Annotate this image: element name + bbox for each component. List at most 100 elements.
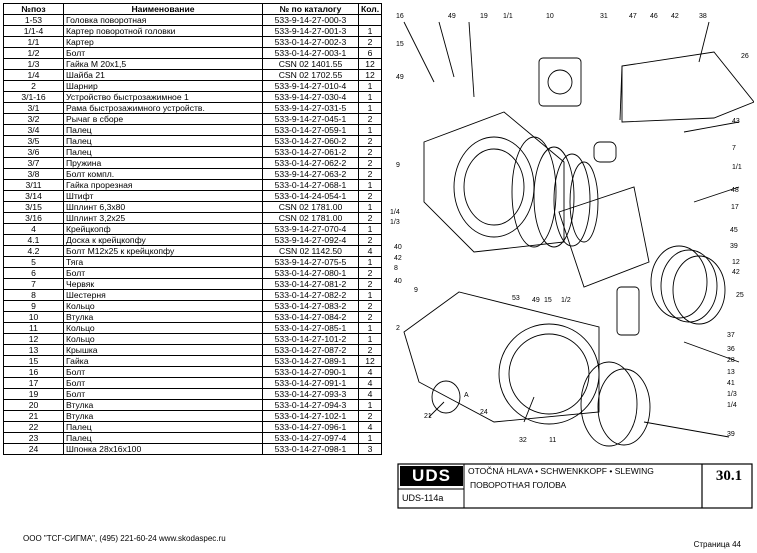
cell-catalog-number: 533-9-14-27-000-3 [262,14,359,26]
cell-quantity: 12 [357,69,383,81]
cell-position: 3/15 [3,201,64,213]
callout-label: 7 [732,145,736,152]
cell-name: Шпонка 28х16х100 [63,443,263,455]
callout-label: 8 [394,265,398,272]
cell-catalog-number: 533-9-14-27-070-4 [262,223,359,235]
cell-name: Крейцкопф [63,223,263,235]
drawing-lines [403,21,754,447]
cell-quantity: 2 [357,410,383,422]
cell-position: 4.2 [3,245,64,257]
callout-label: 1/3 [390,219,400,226]
cell-catalog-number: CSN 02 1702.55 [262,69,359,81]
cell-quantity: 4 [357,245,383,257]
cell-name: Шайба 21 [63,69,263,81]
cell-quantity: 2 [357,113,383,125]
callout-label: 11 [549,437,556,444]
callout-label: 19 [480,13,488,20]
cell-position: 1/4 [3,69,64,81]
cell-catalog-number: 533-0-14-27-003-1 [262,47,359,59]
callout-label: 1/4 [390,209,400,216]
cell-position: 17 [3,377,64,389]
callout-label: 9 [414,287,418,294]
cell-name: Рама быстрозажимного устройств. [63,102,263,114]
cell-catalog-number: 533-9-14-27-075-5 [262,256,359,268]
cell-position: 3/11 [3,179,64,191]
callout-label: 53 [512,295,520,302]
callout-label: 42 [394,255,402,262]
cell-name: Болт [63,366,263,378]
cell-catalog-number: 533-9-14-27-092-4 [262,234,359,246]
cell-position: 11 [3,322,64,334]
callout-label: 46 [650,13,658,20]
cell-catalog-number: 533-0-14-27-082-2 [262,289,359,301]
cell-name: Устройство быстрозажимное 1 [63,91,263,103]
callout-label: 9 [396,162,400,169]
cell-quantity: 2 [357,190,383,202]
cell-position: 1-53 [3,14,64,26]
callout-label: 32 [519,437,527,444]
cell-catalog-number: 533-0-14-27-059-1 [262,124,359,136]
top-housing-part [538,57,582,107]
cell-position: 16 [3,366,64,378]
cell-name: Крышка [63,344,263,356]
callout-label: 21 [424,413,432,420]
cell-quantity: 1 [357,124,383,136]
cell-quantity: 4 [357,377,383,389]
sleeve-part [431,380,461,414]
cell-quantity: 4 [357,388,383,400]
cell-quantity: 2 [357,168,383,180]
cell-quantity: 6 [357,47,383,59]
cell-position: 3/14 [3,190,64,202]
cell-catalog-number: 533-0-14-27-090-1 [262,366,359,378]
uds-logo: UDS [400,466,463,486]
footer-company: ООО "ТСГ-СИГМА", (495) 221-60-24 www.sko… [23,534,226,543]
cell-quantity: 1 [357,322,383,334]
drawing-title-line2: ПОВОРОТНАЯ ГОЛОВА [470,480,567,490]
cell-name: Головка поворотная [63,14,263,26]
cell-position: 3/2 [3,113,64,125]
cell-name: Тяга [63,256,263,268]
sheet-number: 30.1 [715,468,743,484]
cell-catalog-number: 533-0-14-27-097-4 [262,432,359,444]
cell-quantity: 2 [357,157,383,169]
cell-name: Втулка [63,410,263,422]
shaft-body-part [403,291,600,423]
table-header-row: №поз Наименование № по каталогу Кол. [3,3,383,15]
cell-catalog-number: 533-9-14-27-030-4 [262,91,359,103]
callout-label: 15 [396,41,404,48]
callout-label: 1/1 [732,164,742,171]
main-housing-part [423,111,565,253]
callout-label: 26 [741,53,749,60]
callout-label: 47 [629,13,637,20]
cell-quantity: 2 [357,344,383,356]
callout-label: 1/1 [503,13,513,20]
cell-catalog-number: 533-9-14-27-031-5 [262,102,359,114]
callout-label: 1/3 [727,391,737,398]
cell-name: Палец [63,421,263,433]
cell-name: Втулка [63,311,263,323]
callout-label: 39 [727,431,735,438]
cell-catalog-number: 533-0-14-27-101-2 [262,333,359,345]
bearing-ring-part [650,245,708,319]
footer-page-number: Страница 44 [693,540,741,549]
cell-name: Болт [63,267,263,279]
cell-quantity: 1 [357,201,383,213]
cell-position: 3/5 [3,135,64,147]
cell-name: Палец [63,135,263,147]
callout-label: 1/2 [561,297,571,304]
cell-position: 12 [3,333,64,345]
cell-quantity: 1 [357,80,383,92]
cell-position: 3/1-16 [3,91,64,103]
